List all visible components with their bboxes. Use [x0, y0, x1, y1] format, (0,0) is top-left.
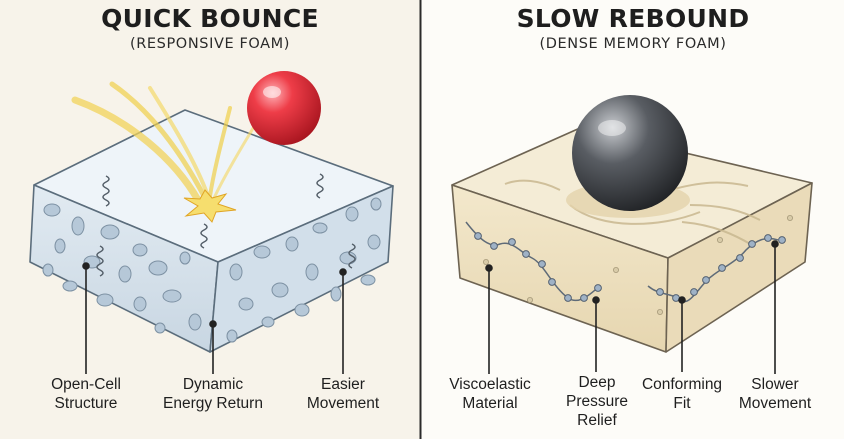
spring-icon	[96, 173, 356, 277]
label-line: Dynamic	[182, 376, 244, 393]
right-leader-lines	[485, 240, 779, 374]
label-line: Conforming	[641, 376, 723, 393]
label-line: Slower	[751, 376, 799, 393]
label-line: Structure	[54, 395, 118, 412]
left-subtitle: (RESPONSIVE FOAM)	[129, 36, 291, 52]
label-line: Material	[462, 395, 518, 412]
label-line: Open-Cell	[51, 376, 121, 393]
label-open-cell-structure: Open-Cell Structure	[36, 375, 136, 413]
label-line: Movement	[306, 395, 380, 412]
label-line: Deep	[578, 374, 616, 391]
right-subtitle: (DENSE MEMORY FOAM)	[539, 36, 727, 52]
label-line: Pressure	[565, 393, 629, 410]
label-dynamic-energy-return: Dynamic Energy Return	[148, 375, 278, 413]
label-deep-pressure-relief: Deep Pressure Relief	[556, 373, 638, 430]
label-line: Movement	[738, 395, 812, 412]
label-conforming-fit: Conforming Fit	[632, 375, 732, 413]
label-line: Energy Return	[163, 395, 263, 412]
left-title: QUICK BOUNCE	[101, 4, 319, 33]
heavy-ball-icon	[572, 95, 688, 211]
label-viscoelastic-material: Viscoelastic Material	[440, 375, 540, 413]
label-line: Easier	[321, 376, 365, 393]
label-easier-movement: Easier Movement	[288, 375, 398, 413]
left-leader-lines	[82, 262, 347, 374]
right-title: SLOW REBOUND	[516, 4, 750, 33]
label-line: Fit	[673, 395, 691, 412]
label-line: Relief	[577, 412, 617, 429]
bouncing-ball-icon	[247, 71, 321, 145]
molecule-chain-icon	[465, 214, 794, 315]
label-line: Viscoelastic	[449, 376, 531, 393]
impact-burst-icon	[71, 81, 260, 223]
label-slower-movement: Slower Movement	[730, 375, 820, 413]
